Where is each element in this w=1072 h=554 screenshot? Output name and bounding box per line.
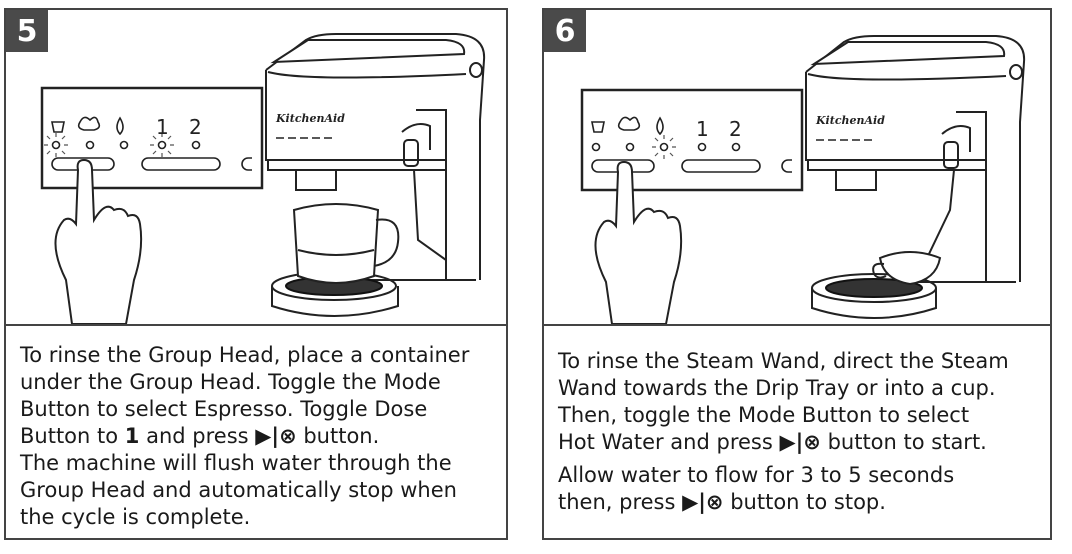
step-5-line-2: under the Group Head. Toggle the Mode	[20, 370, 441, 394]
step-5-illustration: KitchenAid 1	[6, 10, 506, 326]
step-6-number: 6	[544, 10, 586, 52]
step-5-line-5: The machine will flush water through the	[20, 451, 452, 475]
step-5-line-4d: button.	[296, 424, 380, 448]
step-6-dose-label-2: 2	[729, 117, 742, 141]
step-5-number: 5	[6, 10, 48, 52]
step-6-instructions: To rinse the Steam Wand, direct the Stea…	[558, 348, 1040, 516]
step-5-line-1: To rinse the Group Head, place a contain…	[20, 343, 470, 367]
step-5-line-4c: and press	[139, 424, 256, 448]
step-6-line-5: Allow water to flow for 3 to 5 seconds	[558, 463, 955, 487]
step-5-dose-label-1: 1	[156, 115, 169, 139]
step-6-line-3: Then, toggle the Mode Button to select	[558, 403, 970, 427]
step-6-panel: KitchenAid 1 2	[542, 8, 1052, 540]
step-6-line-4b: button to start.	[820, 430, 987, 454]
start-stop-icon: ▶|⊗	[682, 490, 724, 514]
step-5-line-3: Button to select Espresso. Toggle Dose	[20, 397, 428, 421]
step-5-line-4a: Button to	[20, 424, 125, 448]
step-6-drawing: KitchenAid 1 2	[580, 35, 1026, 324]
step-6-hand	[594, 160, 683, 324]
step-5-line-4b: 1	[124, 424, 140, 448]
start-stop-icon: ▶|⊗	[779, 430, 821, 454]
step-5-line-6: Group Head and automatically stop when	[20, 478, 457, 502]
step-6-line-2: Wand towards the Drip Tray or into a cup…	[558, 376, 996, 400]
step-5-panel: KitchenAid 1	[4, 8, 508, 540]
step-6-line-1: To rinse the Steam Wand, direct the Stea…	[558, 349, 1009, 373]
step-6-brand: KitchenAid	[815, 114, 885, 127]
start-stop-icon: ▶|⊗	[255, 424, 297, 448]
step-5-dose-label-2: 2	[189, 115, 202, 139]
step-6-line-6b: button to stop.	[723, 490, 886, 514]
step-6-line-4a: Hot Water and press	[558, 430, 780, 454]
step-5-brand: KitchenAid	[275, 112, 345, 125]
step-5-drawing: KitchenAid 1	[40, 33, 486, 324]
step-6-line-6a: then, press	[558, 490, 683, 514]
step-5-instructions: To rinse the Group Head, place a contain…	[20, 342, 496, 531]
step-6-illustration: KitchenAid 1 2	[544, 10, 1050, 326]
step-5-hand	[54, 158, 143, 324]
step-6-dose-label-1: 1	[696, 117, 709, 141]
step-5-line-7: the cycle is complete.	[20, 505, 251, 529]
